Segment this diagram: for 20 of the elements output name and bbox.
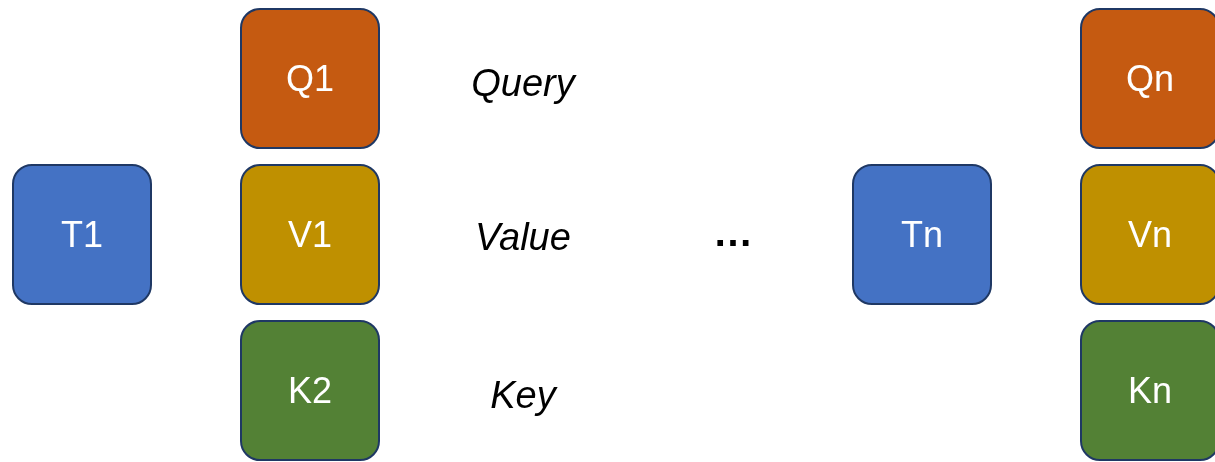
box-label: T1 [61,216,103,253]
rounded-box [852,164,992,305]
row-label: Key [490,376,556,414]
ellipsis-label: … [713,212,753,252]
box-label: K2 [287,372,332,409]
rounded-box [1080,8,1215,149]
rounded-box [240,164,380,305]
rounded-box [12,164,152,305]
box-label: Vn [1127,216,1172,253]
rounded-box [240,320,380,461]
box-label: Kn [1127,372,1172,409]
box-label: Qn [1126,60,1174,97]
row-label: Value [475,218,571,256]
box-label: Q1 [286,60,334,97]
rounded-box [1080,164,1215,305]
row-label: Query [471,64,575,102]
rounded-box [1080,320,1215,461]
rounded-box [240,8,380,149]
box-label: V1 [287,216,332,253]
box-label: Tn [901,216,943,253]
